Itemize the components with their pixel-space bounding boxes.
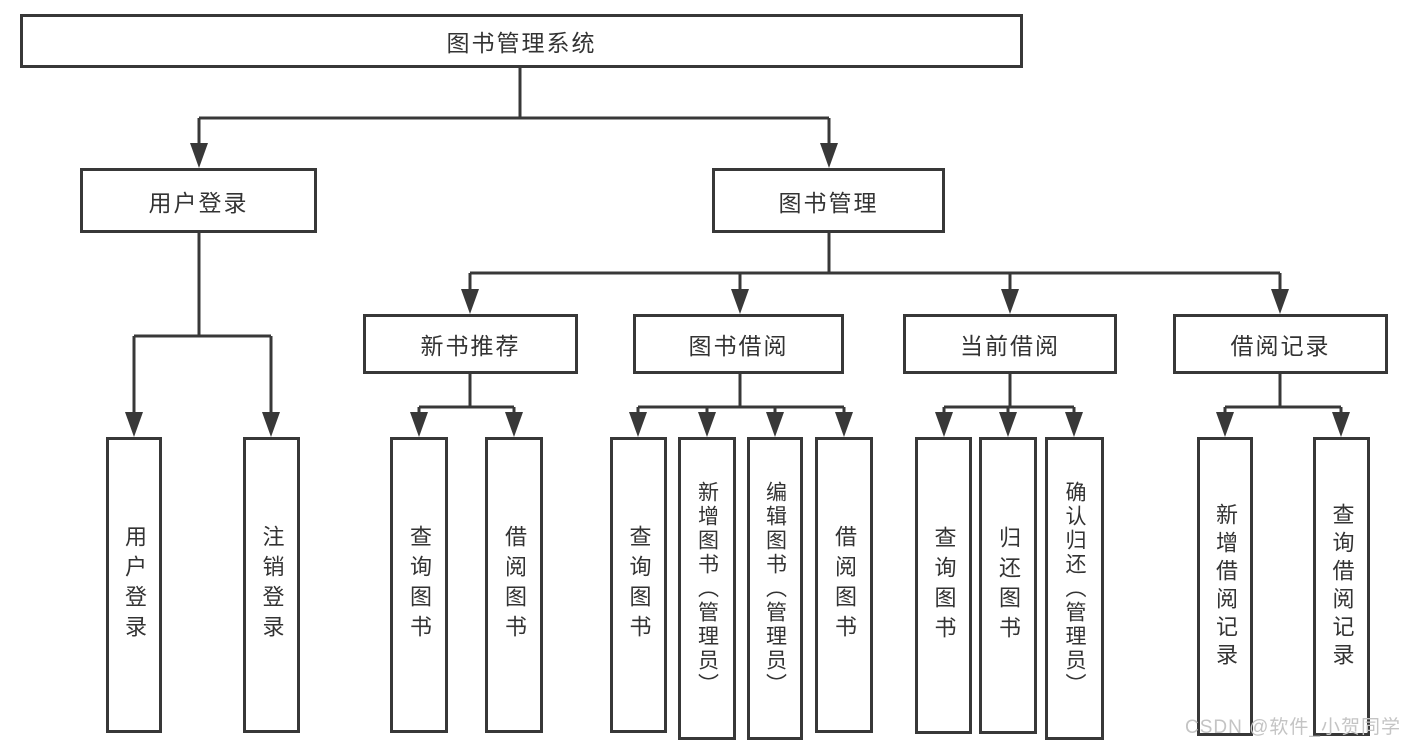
leaf-query-borrow-record-label: 查询借阅记录: [1329, 502, 1355, 671]
arrowhead-icons: [125, 143, 1350, 437]
leaf-confirm-return-admin-label: 确认归还（管理员）: [1063, 480, 1086, 697]
leaf-logout: 注销登录: [243, 437, 300, 733]
leaf-borrow-books-borrowing-label: 借阅图书: [832, 525, 857, 645]
node-borrow-records: 借阅记录: [1173, 314, 1388, 374]
leaf-query-borrow-record: 查询借阅记录: [1313, 437, 1370, 736]
leaf-return-book: 归还图书: [979, 437, 1037, 734]
node-new-book-recommend: 新书推荐: [363, 314, 578, 374]
node-library-system: 图书管理系统: [20, 14, 1023, 68]
leaf-query-books-current-label: 查询图书: [931, 525, 957, 646]
watermark-csdn: CSDN @软件_小贺同学: [1185, 717, 1401, 738]
node-book-management: 图书管理: [712, 168, 945, 233]
leaf-query-books-current: 查询图书: [915, 437, 972, 734]
leaf-edit-book-admin: 编辑图书（管理员）: [747, 437, 803, 740]
node-current-borrowing: 当前借阅: [903, 314, 1117, 374]
leaf-logout-label: 注销登录: [259, 525, 285, 645]
leaf-borrow-books-borrowing: 借阅图书: [815, 437, 873, 733]
leaf-confirm-return-admin: 确认归还（管理员）: [1045, 437, 1104, 740]
leaf-user-login-label: 用户登录: [122, 525, 147, 645]
leaf-query-books-recommend: 查询图书: [390, 437, 448, 733]
node-user-login: 用户登录: [80, 168, 317, 233]
leaf-add-borrow-record: 新增借阅记录: [1197, 437, 1253, 736]
leaf-query-books-recommend-label: 查询图书: [407, 525, 432, 645]
leaf-borrow-books-recommend: 借阅图书: [485, 437, 543, 733]
leaf-borrow-books-recommend-label: 借阅图书: [502, 525, 527, 645]
leaf-add-book-admin: 新增图书（管理员）: [678, 437, 736, 740]
leaf-user-login: 用户登录: [106, 437, 162, 733]
leaf-return-book-label: 归还图书: [996, 525, 1021, 646]
leaf-query-books-borrowing-label: 查询图书: [626, 525, 652, 645]
leaf-add-book-admin-label: 新增图书（管理员）: [695, 480, 719, 697]
leaf-add-borrow-record-label: 新增借阅记录: [1213, 502, 1238, 671]
node-book-borrowing: 图书借阅: [633, 314, 844, 374]
leaf-edit-book-admin-label: 编辑图书（管理员）: [763, 480, 787, 697]
leaf-query-books-borrowing: 查询图书: [610, 437, 667, 733]
